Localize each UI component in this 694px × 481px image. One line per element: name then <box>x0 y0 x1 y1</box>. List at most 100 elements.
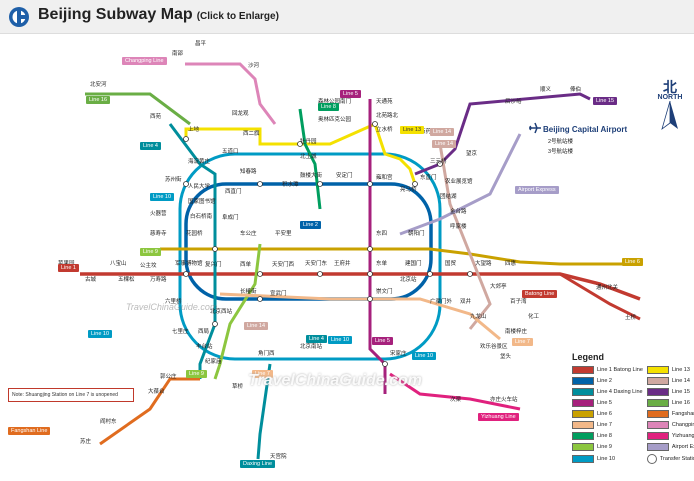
line-tag-5[interactable]: Line 5 <box>340 90 361 99</box>
station-label[interactable]: 亦庄火车站 <box>490 397 518 403</box>
station-label[interactable]: 东直门 <box>420 175 437 181</box>
station-label[interactable]: 西二旗 <box>243 131 260 137</box>
station-label[interactable]: 王府井 <box>334 261 351 267</box>
station-label[interactable]: 苏州街 <box>165 177 182 183</box>
station-label[interactable]: 万寿路 <box>150 277 167 283</box>
station-label[interactable]: 牡丹园 <box>300 139 317 145</box>
station-label[interactable]: 南楼梓庄 <box>505 329 528 335</box>
station-label[interactable]: 北京西站 <box>210 309 233 315</box>
station-dot[interactable] <box>297 141 303 147</box>
line-tag-10d[interactable]: Line 10 <box>328 336 353 345</box>
station-dot[interactable] <box>367 271 373 277</box>
transfer-stations[interactable] <box>183 121 473 367</box>
station-dot[interactable] <box>382 361 388 367</box>
airport-label[interactable]: Beijing Capital Airport <box>543 125 628 134</box>
station-label[interactable]: 望京 <box>466 151 478 157</box>
station-dot[interactable] <box>372 121 378 127</box>
station-label[interactable]: 宣武门 <box>270 291 287 297</box>
station-label[interactable]: 芍药居 <box>420 129 437 135</box>
station-dot[interactable] <box>212 246 218 252</box>
line-tag-14b[interactable]: Line 14 <box>244 322 269 331</box>
station-label[interactable]: 金台路 <box>450 209 467 215</box>
line-tag-9b[interactable]: Line 9 <box>186 370 207 379</box>
station-label[interactable]: 土桥 <box>625 315 637 321</box>
line-tag-13[interactable]: Line 13 <box>400 126 425 135</box>
station-label[interactable]: 纪家庙 <box>205 359 222 365</box>
line-tag-2[interactable]: Line 2 <box>300 221 321 230</box>
station-dot[interactable] <box>367 296 373 302</box>
station-label[interactable]: 花园桥 <box>186 231 203 237</box>
line-tag-daxing[interactable]: Daxing Line <box>240 460 276 469</box>
line-tag-14c[interactable]: Line 14 <box>432 140 457 149</box>
station-label[interactable]: 北京南站 <box>300 344 323 350</box>
station-label[interactable]: 上地 <box>188 127 200 133</box>
station-label[interactable]: 阜成门 <box>222 215 239 221</box>
station-label[interactable]: 大望路 <box>475 261 492 267</box>
station-label[interactable]: 宋家庄 <box>390 351 407 357</box>
station-label[interactable]: 俸伯 <box>570 87 582 93</box>
station-label[interactable]: 车公庄 <box>240 231 257 237</box>
station-label[interactable]: 六里桥 <box>165 299 182 305</box>
station-label[interactable]: 天通苑 <box>376 99 393 105</box>
station-label[interactable]: 北安河 <box>90 82 107 88</box>
line-tag-batong[interactable]: Batong Line <box>522 290 558 299</box>
station-label[interactable]: 长椿街 <box>240 289 257 295</box>
station-label[interactable]: 知春路 <box>240 169 257 175</box>
station-label[interactable]: 天宫院 <box>270 454 287 460</box>
line-tag-8[interactable]: Line 8 <box>318 103 339 112</box>
station-dot[interactable] <box>257 296 263 302</box>
station-label[interactable]: 三元桥 <box>430 159 447 165</box>
line-tag-fangshan[interactable]: Fangshan Line <box>8 427 51 436</box>
line-tag-10b[interactable]: Line 10 <box>412 352 437 361</box>
station-label[interactable]: 阎村东 <box>100 419 117 425</box>
station-label[interactable]: 北苑路北 <box>376 113 399 119</box>
line-tag-10[interactable]: Line 10 <box>150 193 175 202</box>
line-tag-changping[interactable]: Changping Line <box>122 57 167 66</box>
station-label[interactable]: 呼家楼 <box>450 224 467 230</box>
station-label[interactable]: 国家图书馆 <box>188 199 216 205</box>
line-tag-1[interactable]: Line 1 <box>58 264 79 273</box>
line-tag-4b[interactable]: Line 4 <box>306 335 327 344</box>
line-tag-4[interactable]: Line 4 <box>140 142 161 151</box>
station-label[interactable]: 苏庄 <box>80 439 92 445</box>
line-tag-7b[interactable]: Line 7 <box>252 370 273 379</box>
station-label[interactable]: 国贸 <box>445 261 457 267</box>
line-tag-5b[interactable]: Line 5 <box>372 337 393 346</box>
page-title[interactable]: Beijing Subway Map(Click to Enlarge) <box>38 6 279 24</box>
station-label[interactable]: 大郊亭 <box>490 284 507 290</box>
station-label[interactable]: 公主坟 <box>140 263 157 269</box>
station-label[interactable]: 八宝山 <box>110 261 127 267</box>
station-label[interactable]: 朝阳门 <box>408 231 425 237</box>
station-label[interactable]: 雍和宫 <box>376 175 393 181</box>
station-label[interactable]: 东四 <box>376 231 388 237</box>
station-label[interactable]: 天安门西 <box>272 262 295 268</box>
station-dot[interactable] <box>183 136 189 142</box>
station-label[interactable]: 森林公园南门 <box>318 99 352 105</box>
station-label[interactable]: 复兴门 <box>205 262 222 268</box>
station-label[interactable]: 七里庄 <box>172 329 189 335</box>
station-label[interactable]: 五棵松 <box>118 277 135 283</box>
station-label[interactable]: 通州北关 <box>596 285 619 291</box>
station-label[interactable]: 火器营 <box>150 211 167 217</box>
station-label[interactable]: 鼓楼大街 <box>300 173 323 179</box>
station-label[interactable]: 团结湖 <box>440 194 457 200</box>
station-label[interactable]: 白石桥南 <box>190 214 213 220</box>
station-label[interactable]: 百子湾 <box>510 299 527 305</box>
line-tag-7[interactable]: Line 7 <box>512 338 533 347</box>
station-label[interactable]: 西单 <box>240 262 252 268</box>
station-label[interactable]: 后沙峪 <box>505 99 522 105</box>
station-label[interactable]: 奥林匹克公园 <box>318 117 352 123</box>
station-label[interactable]: 九龙山 <box>470 314 487 320</box>
station-label[interactable]: 五道口 <box>222 149 239 155</box>
station-dot[interactable] <box>427 271 433 277</box>
station-label[interactable]: 古城 <box>85 277 97 283</box>
station-label[interactable]: 昌平 <box>195 41 207 47</box>
station-label[interactable]: 郭公庄 <box>160 374 177 380</box>
station-label[interactable]: 2号航站楼 <box>548 139 574 145</box>
station-label[interactable]: 顺义 <box>540 87 552 93</box>
station-label[interactable]: 北京站 <box>400 277 417 283</box>
station-label[interactable]: 广渠门外 <box>430 299 453 305</box>
station-label[interactable]: 西局 <box>198 329 210 335</box>
line-tag-10c[interactable]: Line 10 <box>88 330 113 339</box>
line-tag-9[interactable]: Line 9 <box>140 248 161 257</box>
